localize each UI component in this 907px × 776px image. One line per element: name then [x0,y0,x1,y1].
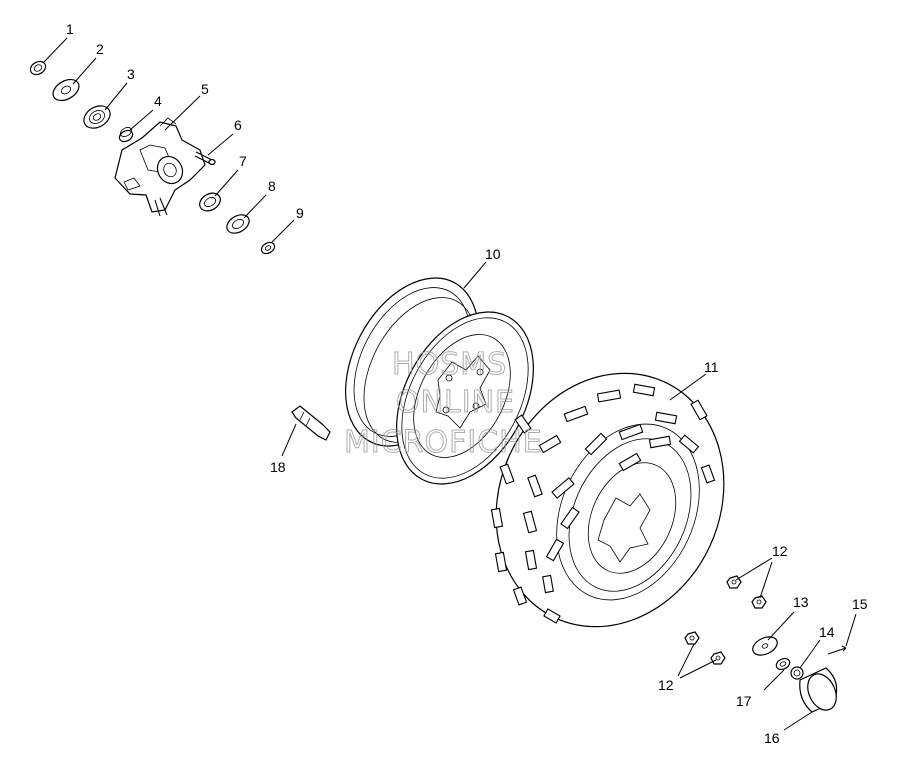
part-13-washer [752,636,778,656]
callout-6: 6 [234,117,242,133]
part-1-nut [29,60,47,76]
part-4-bushing [118,127,134,143]
callout-8: 8 [268,178,276,194]
callout-10: 10 [485,246,501,262]
part-14-nut [790,666,804,680]
watermark-line-1: HOSMS [392,347,507,382]
watermark-line-3: MICROFICHE [344,425,543,460]
part-17-washer [775,657,791,671]
callout-13: 13 [793,594,809,610]
callout-9: 9 [296,205,304,221]
callout-15: 15 [852,596,868,612]
part-3-bearing [83,105,111,129]
callout-2: 2 [96,41,104,57]
callout-labels: 1 2 3 4 5 6 7 8 9 10 11 12 12 13 14 15 1… [66,21,868,746]
part-12-nut-lower-b [710,651,726,665]
tire-tread [490,383,716,624]
callout-18: 18 [270,459,286,475]
part-6-stud [194,151,216,166]
watermark-line-2: ONLINE [396,385,515,420]
callout-1: 1 [66,21,74,37]
part-2-washer [52,78,80,102]
watermark: HOSMS ONLINE MICROFICHE [344,347,543,461]
part-10-rim [345,277,534,485]
callout-7: 7 [239,153,247,169]
callout-14: 14 [819,624,835,640]
callout-11: 11 [704,359,719,375]
part-12-nut-upper-b [751,595,767,609]
part-9-spacer [260,241,276,255]
part-15-cotter-pin [827,645,847,655]
callout-5: 5 [201,81,209,97]
part-18-valve-stem [291,405,331,441]
part-5-knuckle [114,117,206,217]
part-11-tire [490,372,725,628]
leader-lines [42,37,857,731]
part-8-seal [226,214,250,234]
part-16-hub-cap [799,667,838,713]
callout-17: 17 [736,693,752,709]
callout-12-upper: 12 [772,543,788,559]
part-12-nut-lower-a [684,631,700,645]
part-7-bearing [199,192,221,212]
callout-3: 3 [127,66,135,82]
callout-12-lower: 12 [658,677,674,693]
callout-16: 16 [764,730,780,746]
callout-4: 4 [154,93,162,109]
